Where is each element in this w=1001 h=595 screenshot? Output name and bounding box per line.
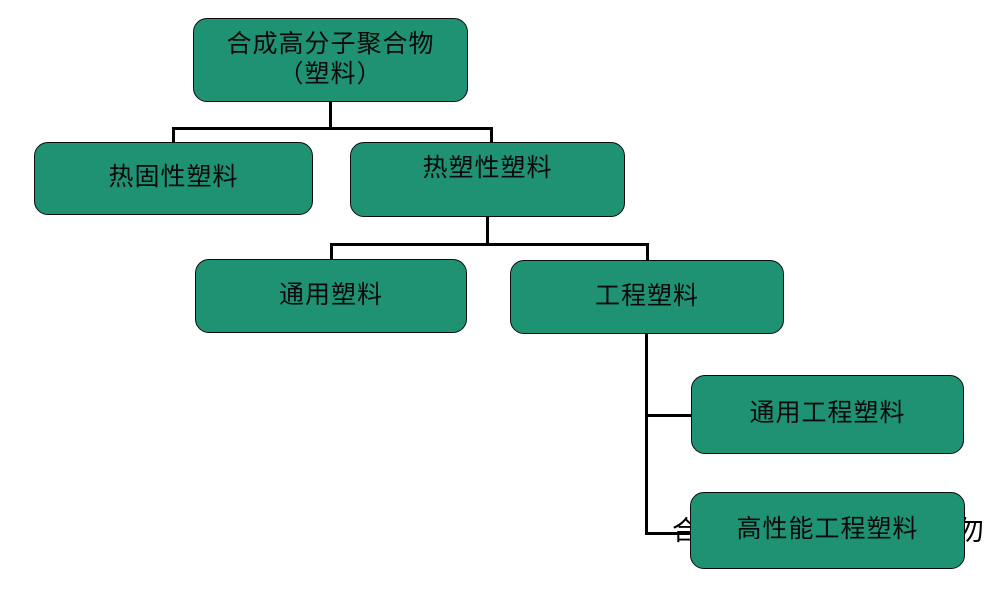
node-general-engineering-plastic[interactable]: 通用工程塑料 <box>691 375 964 454</box>
connector-engineering-to-high-performance <box>645 532 693 535</box>
node-synthetic-polymer-root[interactable]: 合成高分子聚合物 （塑料） <box>193 18 468 102</box>
node-label: 高性能工程塑料 <box>736 516 919 544</box>
node-high-performance-engineering-plastic[interactable]: 高性能工程塑料 <box>690 492 965 569</box>
connector-thermoplastic-to-general <box>330 243 333 261</box>
connector-engineering-stem <box>645 333 648 535</box>
connector-engineering-to-general-engineering <box>645 414 693 417</box>
node-label: 热塑性塑料 <box>422 155 553 182</box>
node-general-purpose-plastic[interactable]: 通用塑料 <box>195 259 467 333</box>
node-label: 工程塑料 <box>594 282 699 310</box>
connector-root-stem <box>329 101 332 129</box>
node-label: 热固性塑料 <box>108 164 239 192</box>
node-thermosetting-plastic[interactable]: 热固性塑料 <box>34 142 313 215</box>
connector-root-crossbar <box>172 127 493 130</box>
node-label: 通用工程塑料 <box>749 400 906 428</box>
connector-root-to-thermoset <box>172 127 175 145</box>
connector-root-to-thermoplastic <box>490 127 493 145</box>
node-thermoplastic[interactable]: 热塑性塑料 <box>350 142 625 217</box>
connector-thermoplastic-to-engineering <box>646 243 649 261</box>
node-label: 合成高分子聚合物 （塑料） <box>226 30 435 89</box>
node-engineering-plastic[interactable]: 工程塑料 <box>510 260 784 334</box>
connector-thermoplastic-stem <box>486 216 489 246</box>
connector-thermoplastic-crossbar <box>330 243 649 246</box>
node-label: 通用塑料 <box>278 281 383 309</box>
